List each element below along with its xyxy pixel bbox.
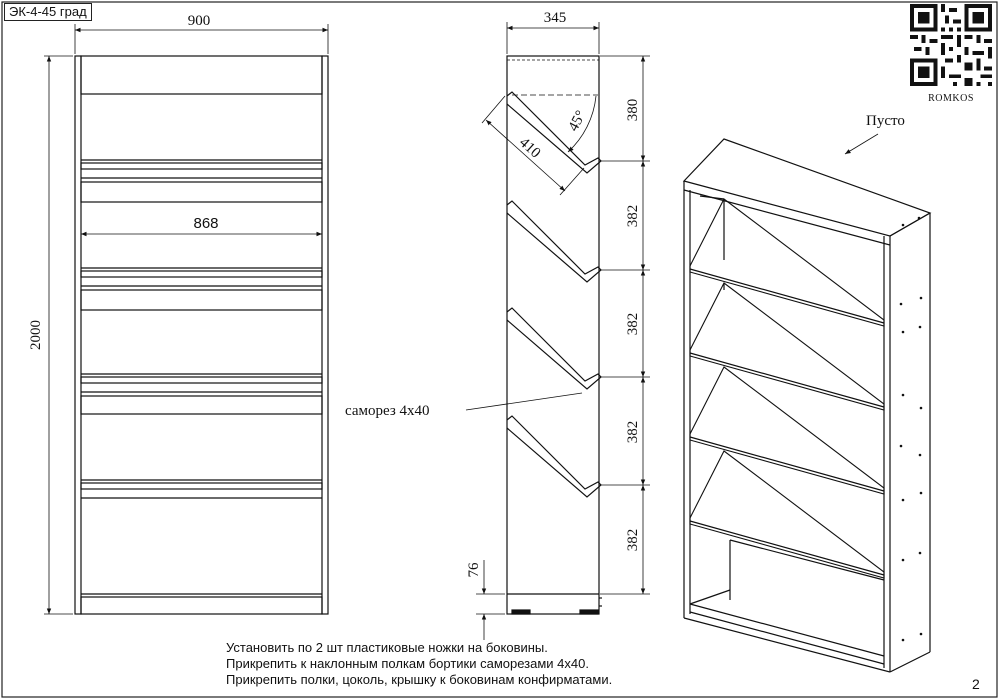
- front-inner-width-dim: 868: [193, 215, 218, 232]
- front-view: [74, 55, 329, 615]
- front-width-dim: 900: [188, 13, 211, 29]
- empty-leader: [844, 133, 879, 155]
- side-spacing-dim-4: 382: [625, 529, 641, 552]
- side-dimensions: [465, 22, 650, 640]
- iso-slant-shelf-2: [689, 282, 885, 411]
- front-shelf-3: [80, 376, 323, 384]
- side-view: [506, 55, 602, 615]
- assembly-notes: Установить по 2 шт пластиковые ножки на …: [226, 640, 612, 688]
- front-shelf-lip-3: [80, 395, 323, 415]
- side-plinth-dim: 76: [466, 562, 482, 578]
- side-top-spacing-dim: 380: [625, 99, 641, 122]
- side-slant-shelf-1: [506, 91, 602, 174]
- side-slant-shelf-4: [506, 415, 602, 498]
- brand-logo: ROMKOS: [910, 4, 992, 104]
- side-slant-shelf-2: [506, 200, 602, 283]
- front-left-side: [74, 55, 82, 615]
- front-right-side: [321, 55, 329, 615]
- brand-name: ROMKOS: [928, 93, 974, 104]
- side-spacing-dim-3: 382: [625, 421, 641, 444]
- empty-label: Пусто: [866, 113, 905, 129]
- iso-view: [682, 138, 932, 673]
- qr-code-icon: [910, 4, 992, 86]
- front-shelf-4: [80, 482, 323, 490]
- side-foot: [511, 609, 531, 615]
- note-line-3: Прикрепить полки, цоколь, крышку к боков…: [226, 672, 613, 687]
- front-dimensions: [44, 24, 329, 615]
- front-shelf-2: [80, 270, 323, 278]
- side-depth-dim: 345: [544, 10, 567, 26]
- front-plinth: [80, 596, 323, 615]
- front-shelf-1: [80, 162, 323, 170]
- screw-label: саморез 4х40: [345, 403, 430, 419]
- iso-top-surface: [682, 138, 932, 237]
- sheet-title: ЭК-4-45 град: [4, 3, 92, 21]
- front-height-dim: 2000: [28, 320, 44, 350]
- note-line-1: Установить по 2 шт пластиковые ножки на …: [226, 640, 548, 655]
- side-slant-shelf-3: [506, 307, 602, 390]
- note-line-2: Прикрепить к наклонным полкам бортики са…: [226, 656, 589, 671]
- front-shelf-lip-2: [80, 289, 323, 311]
- page-number: 2: [972, 676, 980, 692]
- iso-side-holes: [899, 216, 923, 642]
- iso-slant-shelf-4: [689, 450, 885, 579]
- side-shelf-length-dim: 410: [516, 135, 543, 162]
- iso-slant-shelf-3: [689, 366, 885, 495]
- side-spacing-dim-1: 382: [625, 205, 641, 228]
- front-shelf-lip-1: [80, 181, 323, 203]
- side-panel: [506, 55, 600, 615]
- front-top-panel: [80, 55, 323, 95]
- side-spacing-dim-2: 382: [625, 313, 641, 336]
